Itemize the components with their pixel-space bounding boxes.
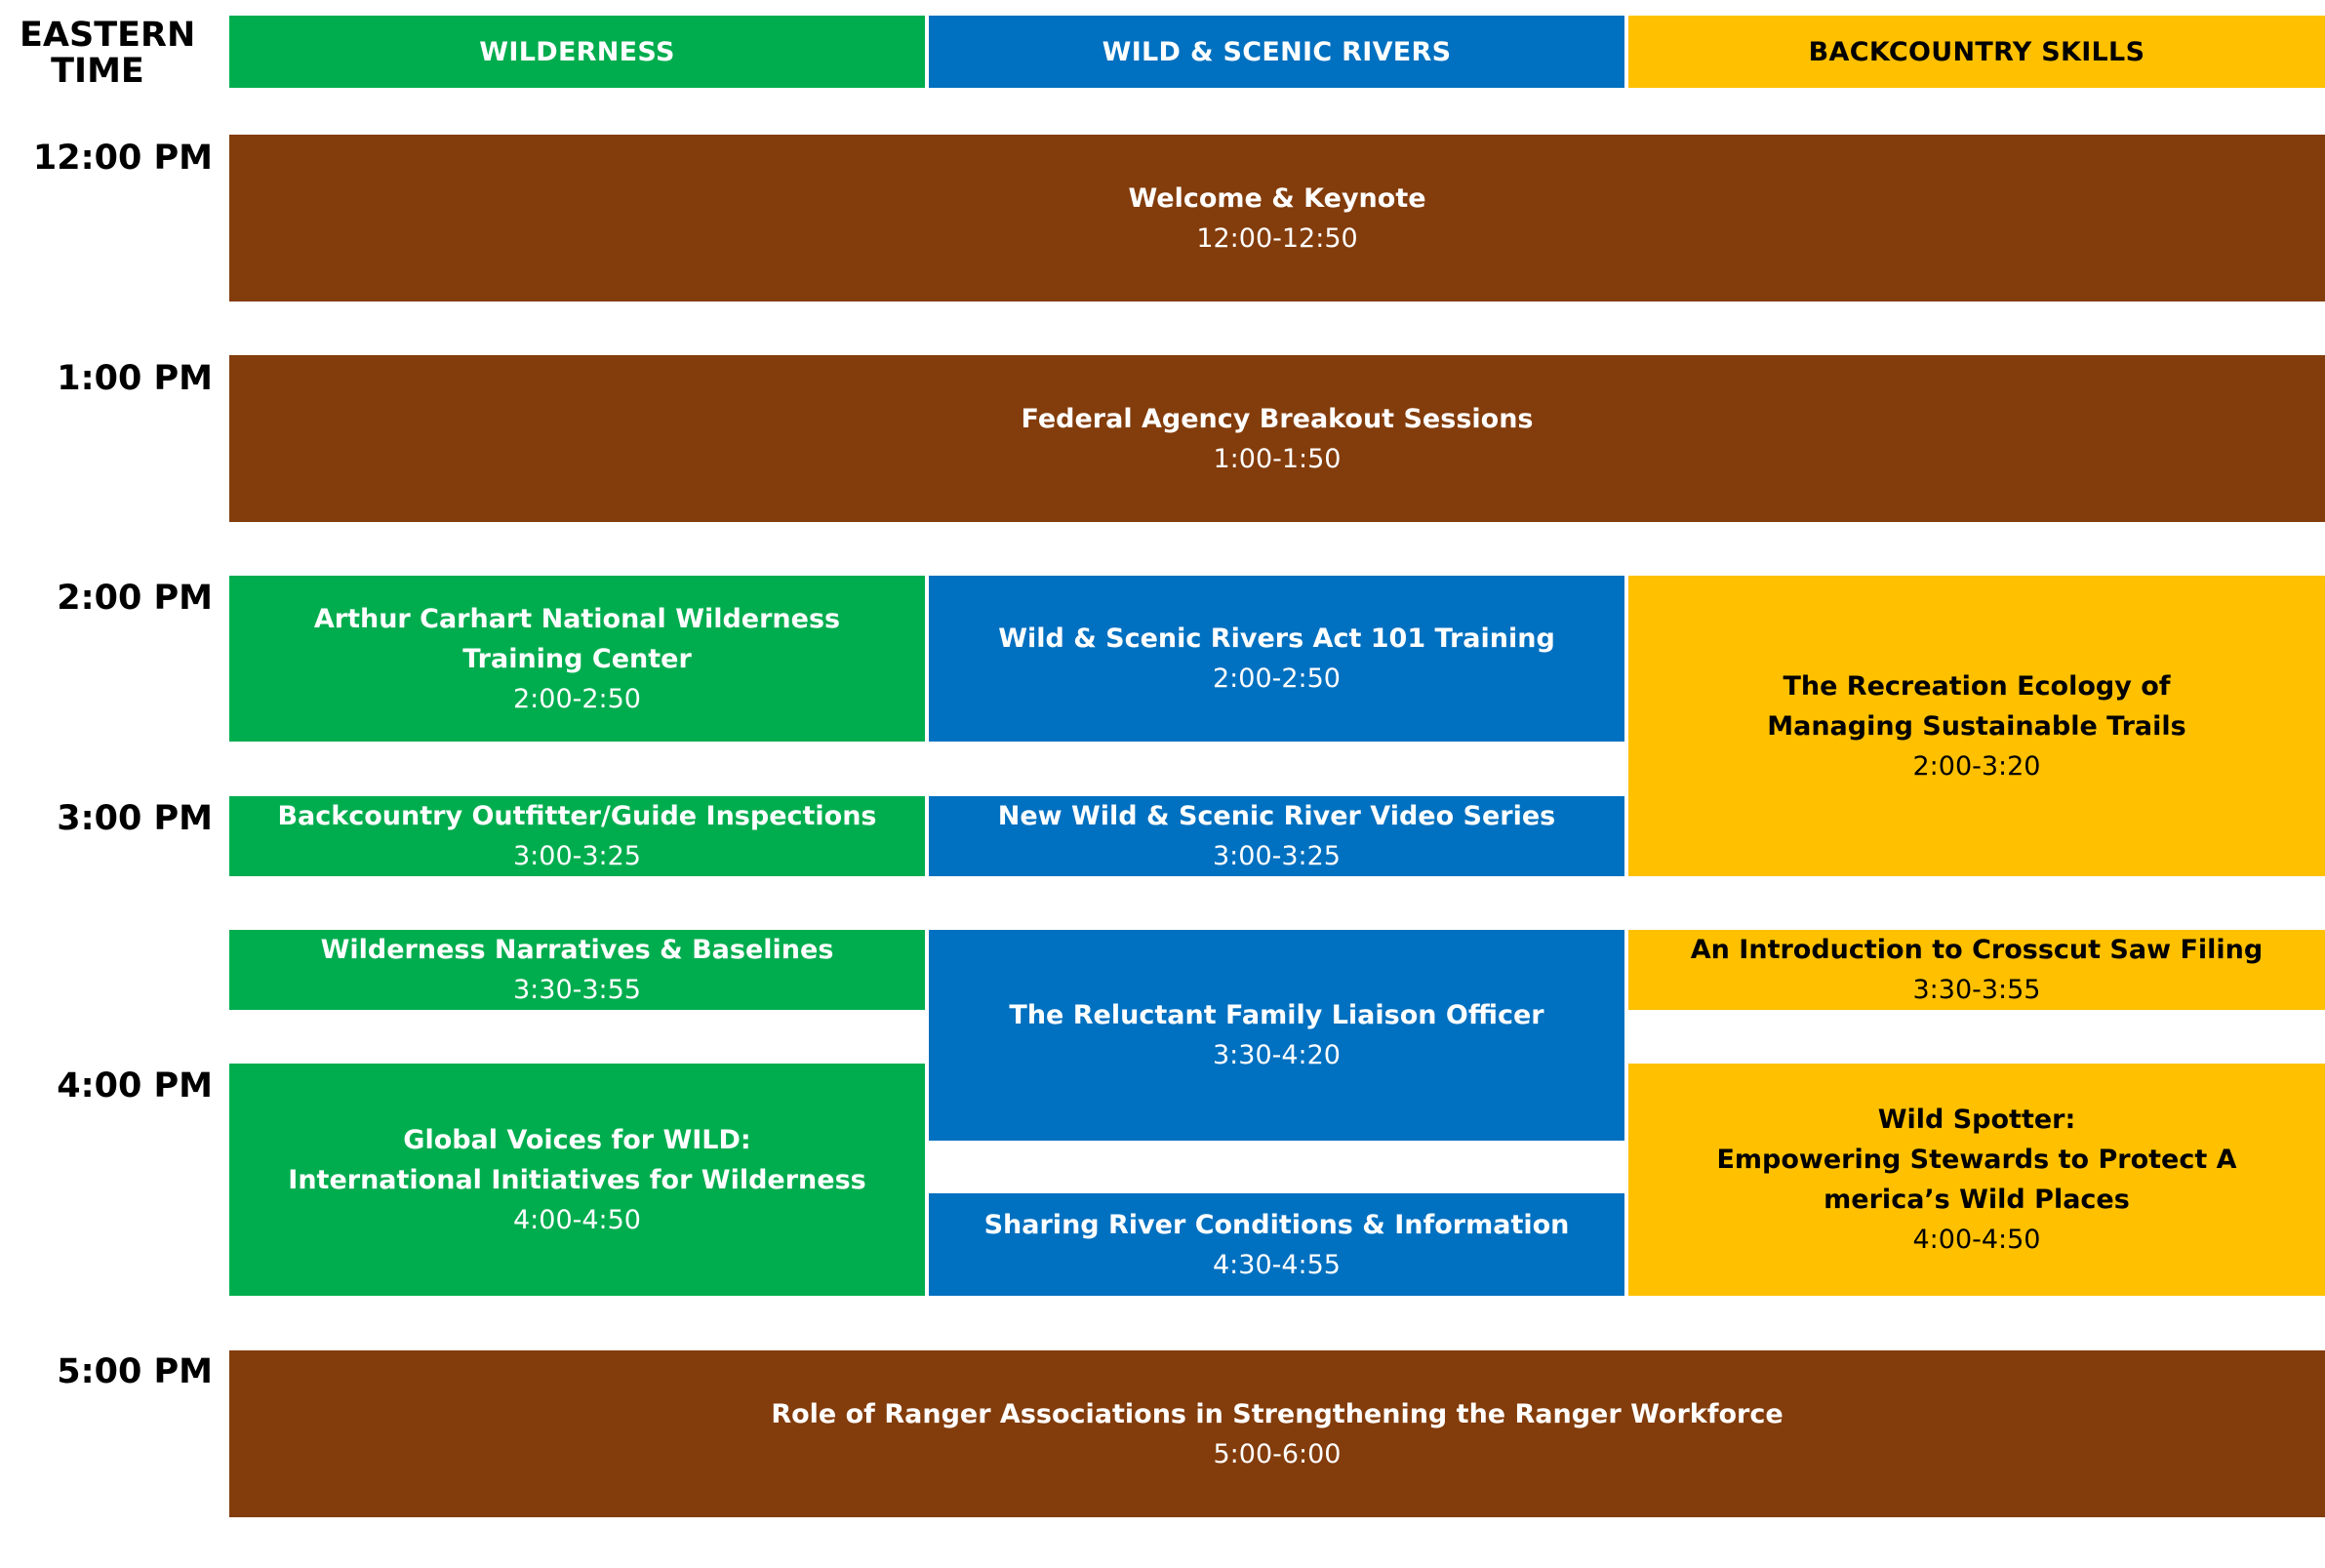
session-title: Welcome & Keynote xyxy=(1128,182,1426,214)
track-header-backcountry-skills: BACKCOUNTRY SKILLS xyxy=(1628,16,2325,88)
session-wilderness-narratives: Wilderness Narratives & Baselines 3:30-3… xyxy=(229,930,925,1010)
track-header-wild-scenic-rivers: WILD & SCENIC RIVERS xyxy=(929,16,1624,88)
session-federal-agency-breakout: Federal Agency Breakout Sessions 1:00-1:… xyxy=(229,355,2325,522)
session-title: Backcountry Outfitter/Guide Inspections xyxy=(277,801,877,831)
session-time: 3:30-3:55 xyxy=(512,975,641,1005)
session-wild-spotter: Wild Spotter: Empowering Stewards to Pro… xyxy=(1628,1064,2325,1296)
time-label-2pm: 2:00 PM xyxy=(57,579,213,618)
eastern-time-label: EASTERN TIME xyxy=(20,16,196,91)
session-title-line1: The Recreation Ecology of xyxy=(1783,670,2171,702)
session-wsr-act-101: Wild & Scenic Rivers Act 101 Training 2:… xyxy=(929,576,1624,742)
session-title-line2: Training Center xyxy=(462,643,692,674)
session-time: 2:00-3:20 xyxy=(1912,750,2041,782)
session-wsr-video-series: New Wild & Scenic River Video Series 3:0… xyxy=(929,796,1624,876)
session-title: Role of Ranger Associations in Strengthe… xyxy=(771,1398,1784,1429)
session-time: 4:00-4:50 xyxy=(1912,1225,2041,1255)
session-time: 3:00-3:25 xyxy=(1212,841,1341,871)
session-title-line2: Managing Sustainable Trails xyxy=(1767,710,2186,742)
session-time: 3:30-3:55 xyxy=(1912,975,2041,1005)
session-title: Sharing River Conditions & Information xyxy=(983,1209,1570,1240)
session-title: Wilderness Narratives & Baselines xyxy=(320,935,834,965)
session-title: Wild & Scenic Rivers Act 101 Training xyxy=(998,623,1555,654)
session-title-line2: International Initiatives for Wilderness xyxy=(288,1164,866,1195)
session-time: 3:30-4:20 xyxy=(1212,1040,1341,1070)
time-label-4pm: 4:00 PM xyxy=(57,1066,213,1106)
session-time: 12:00-12:50 xyxy=(1196,222,1358,254)
time-label-3pm: 3:00 PM xyxy=(57,799,213,838)
session-time: 1:00-1:50 xyxy=(1213,443,1342,474)
session-welcome-keynote: Welcome & Keynote 12:00-12:50 xyxy=(229,135,2325,302)
time-label-12pm: 12:00 PM xyxy=(32,139,213,178)
session-arthur-carhart: Arthur Carhart National Wilderness Train… xyxy=(229,576,925,742)
session-title: New Wild & Scenic River Video Series xyxy=(997,801,1556,831)
session-title: An Introduction to Crosscut Saw Filing xyxy=(1690,935,2264,965)
session-recreation-ecology-trails: The Recreation Ecology of Managing Susta… xyxy=(1628,576,2325,876)
session-title-line1: Arthur Carhart National Wilderness xyxy=(313,603,841,634)
time-label-5pm: 5:00 PM xyxy=(57,1352,213,1391)
session-ranger-associations: Role of Ranger Associations in Strengthe… xyxy=(229,1350,2325,1517)
session-time: 5:00-6:00 xyxy=(1213,1438,1342,1469)
eastern-time-label-line2: TIME xyxy=(51,52,144,91)
eastern-time-label-line1: EASTERN xyxy=(20,16,196,55)
session-time: 3:00-3:25 xyxy=(512,841,641,871)
session-time: 2:00-2:50 xyxy=(512,683,641,714)
session-time: 4:30-4:55 xyxy=(1212,1249,1341,1280)
session-backcountry-outfitter-inspections: Backcountry Outfitter/Guide Inspections … xyxy=(229,796,925,876)
track-header-wilderness: WILDERNESS xyxy=(229,16,925,88)
session-time: 2:00-2:50 xyxy=(1212,663,1341,694)
session-global-voices-wild: Global Voices for WILD: International In… xyxy=(229,1064,925,1296)
time-label-1pm: 1:00 PM xyxy=(57,359,213,398)
session-title: The Reluctant Family Liaison Officer xyxy=(1009,1000,1544,1030)
session-title-line2: Empowering Stewards to Protect A xyxy=(1716,1145,2237,1175)
session-time: 4:00-4:50 xyxy=(512,1204,641,1235)
session-title-line1: Wild Spotter: xyxy=(1877,1105,2076,1135)
session-title-line1: Global Voices for WILD: xyxy=(403,1124,751,1155)
session-sharing-river-conditions: Sharing River Conditions & Information 4… xyxy=(929,1193,1624,1296)
session-reluctant-family-liaison: The Reluctant Family Liaison Officer 3:3… xyxy=(929,930,1624,1141)
session-title: Federal Agency Breakout Sessions xyxy=(1021,403,1534,434)
session-title-line3: merica’s Wild Places xyxy=(1824,1185,2130,1215)
session-crosscut-saw-filing: An Introduction to Crosscut Saw Filing 3… xyxy=(1628,930,2325,1010)
